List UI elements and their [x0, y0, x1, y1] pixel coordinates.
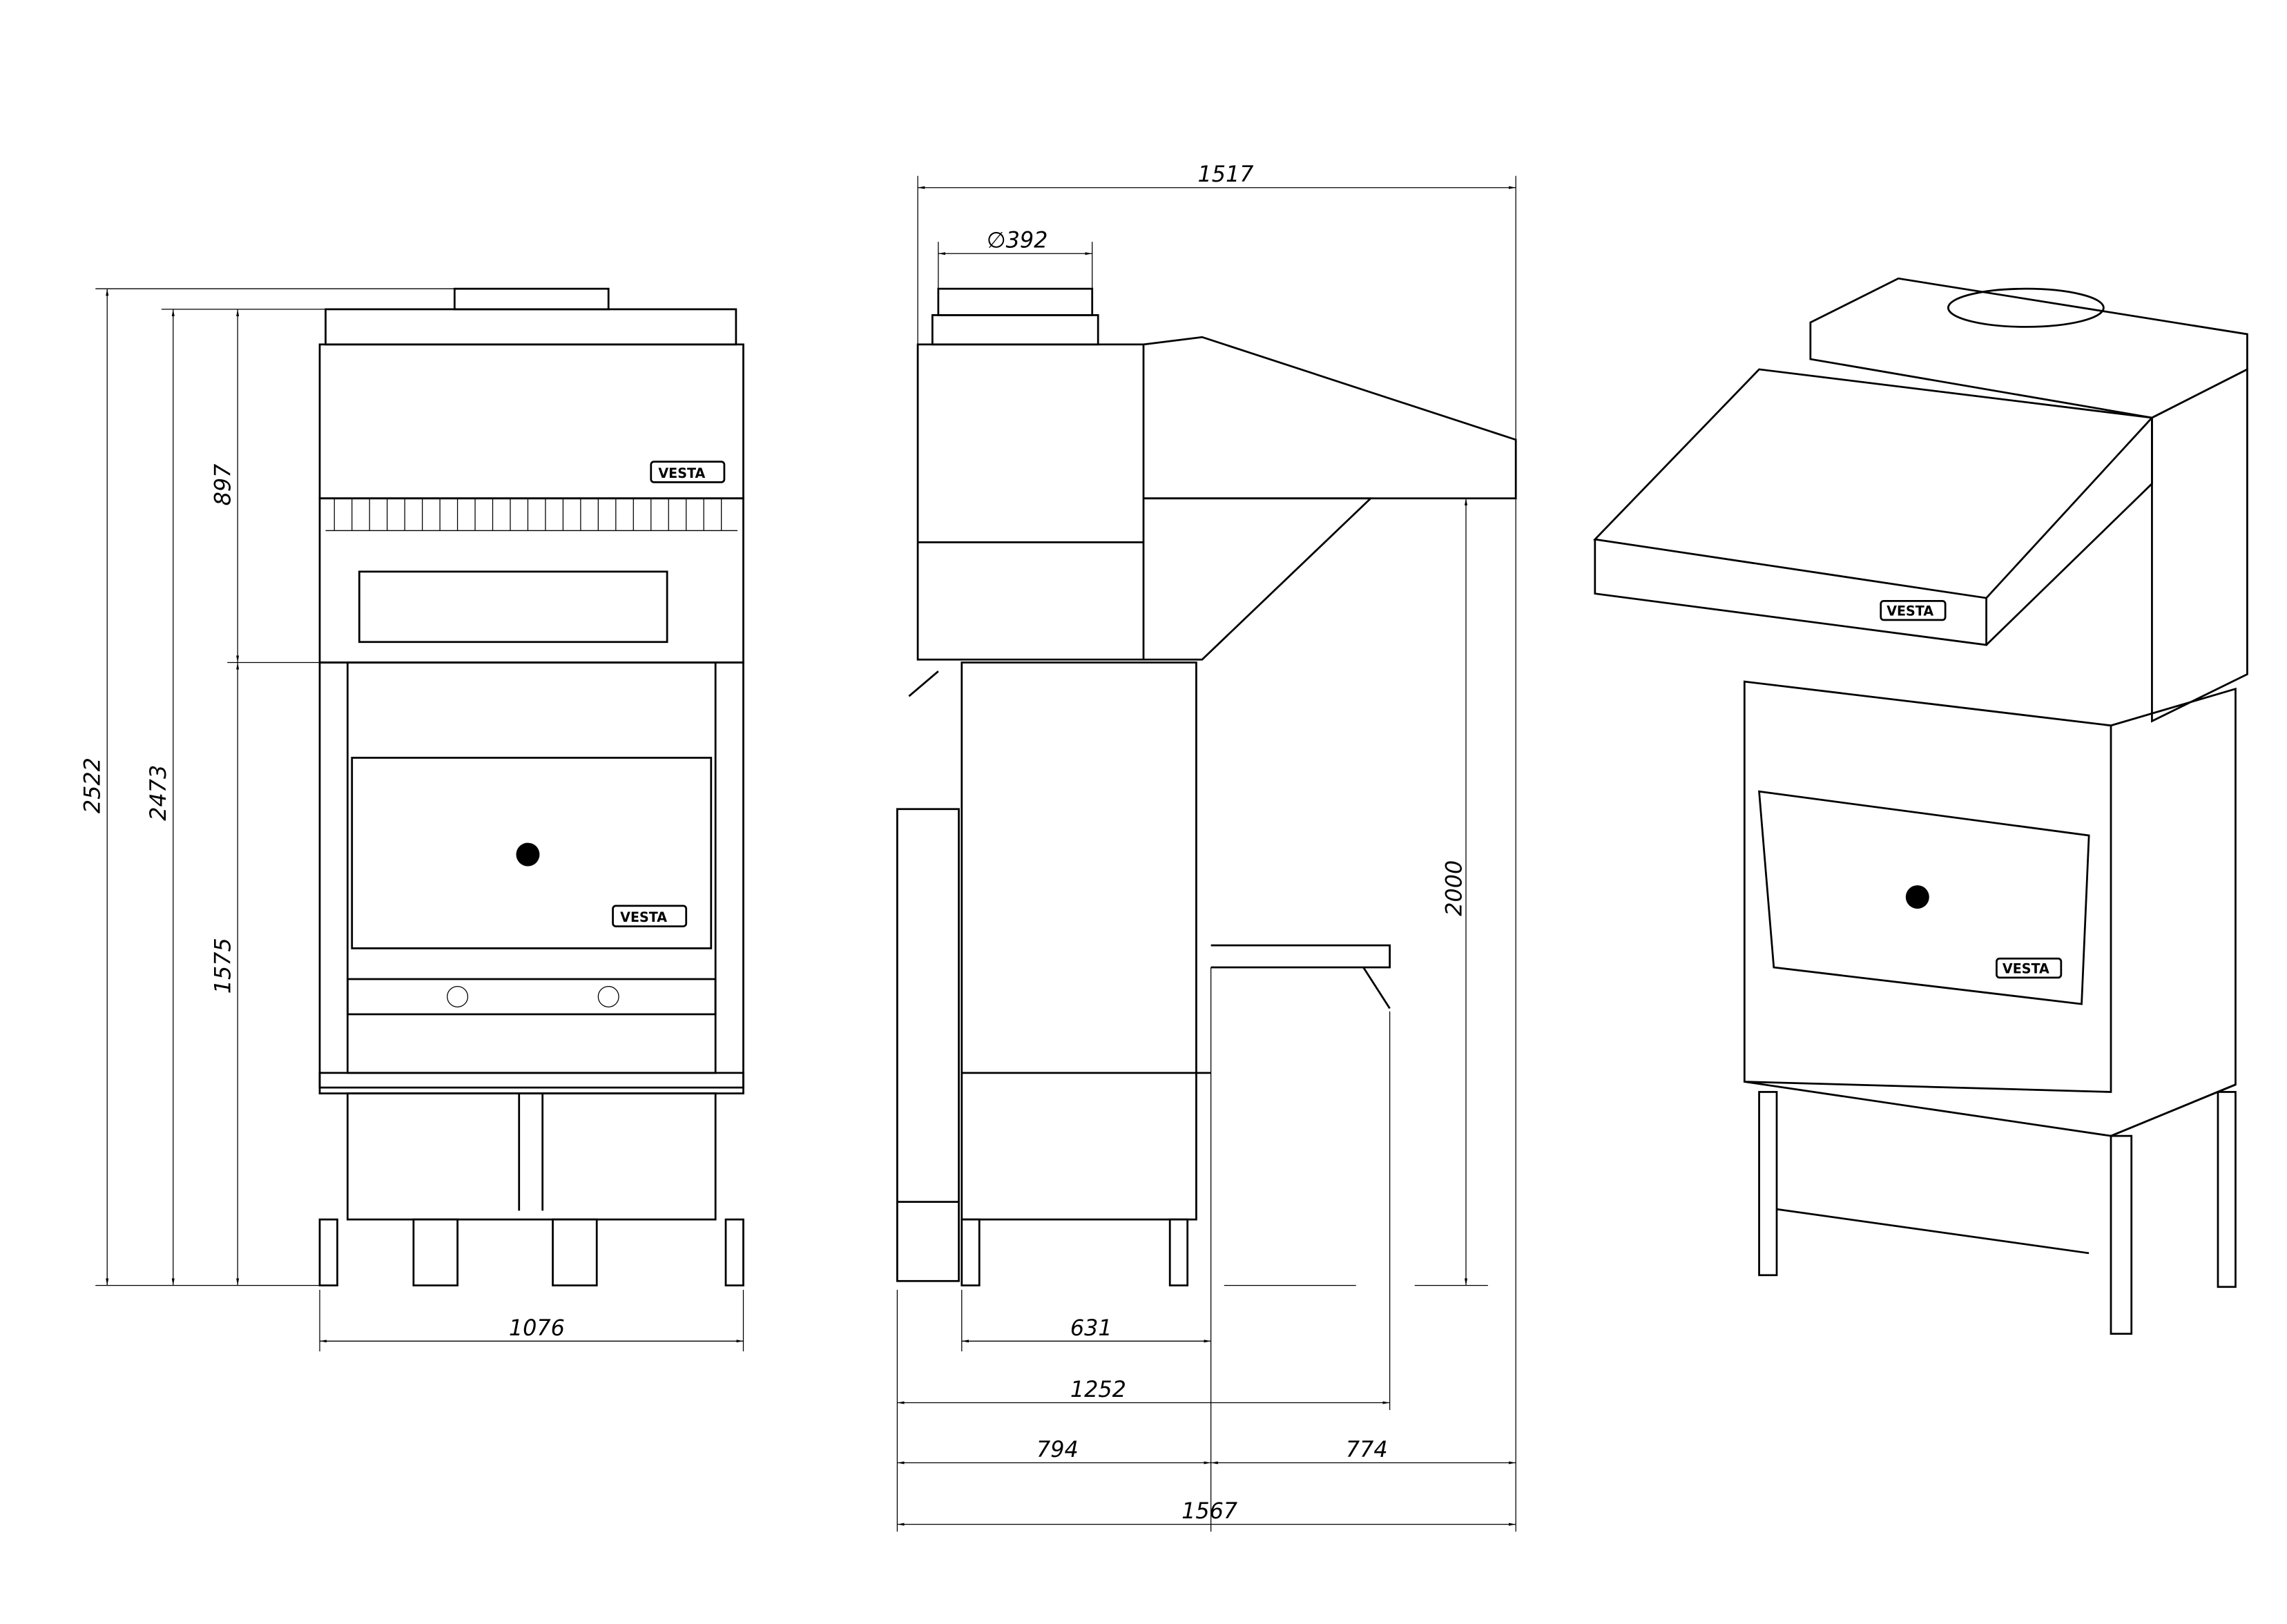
svg-text:VESTA: VESTA — [658, 465, 705, 481]
vesta-logo: VESTA — [1880, 599, 1947, 621]
dim-front-depth: 794 — [1036, 1436, 1079, 1462]
front-dimensions — [95, 288, 744, 1352]
vesta-logo: VESTA — [1996, 957, 2063, 979]
dim-overall-height: 2522 — [79, 757, 106, 813]
dim-table-depth: 1252 — [1070, 1376, 1126, 1402]
vesta-logo: VESTA — [650, 461, 726, 483]
svg-text:VESTA: VESTA — [2003, 961, 2049, 977]
dim-body-depth: 631 — [1070, 1315, 1112, 1341]
dim-width: 1076 — [509, 1315, 565, 1341]
dim-base-height: 1575 — [210, 938, 236, 994]
dim-top-depth: 1517 — [1198, 161, 1254, 187]
dim-flue-diameter: ∅392 — [987, 227, 1048, 253]
dim-body-height: 2473 — [145, 765, 171, 821]
svg-text:VESTA: VESTA — [620, 909, 667, 925]
dim-hood-clearance: 2000 — [1441, 860, 1467, 916]
side-view — [896, 287, 1517, 1287]
front-view: VESTA VESTA — [318, 287, 744, 1287]
dim-rear-depth: 774 — [1346, 1436, 1388, 1462]
vesta-logo: VESTA — [612, 905, 688, 927]
isometric-view: VESTA VESTA — [1592, 277, 2248, 1335]
dim-overall-depth: 1567 — [1181, 1498, 1237, 1524]
dim-hood-height: 897 — [210, 464, 236, 506]
svg-text:VESTA: VESTA — [1886, 603, 1933, 619]
side-dimensions — [896, 175, 1516, 1532]
